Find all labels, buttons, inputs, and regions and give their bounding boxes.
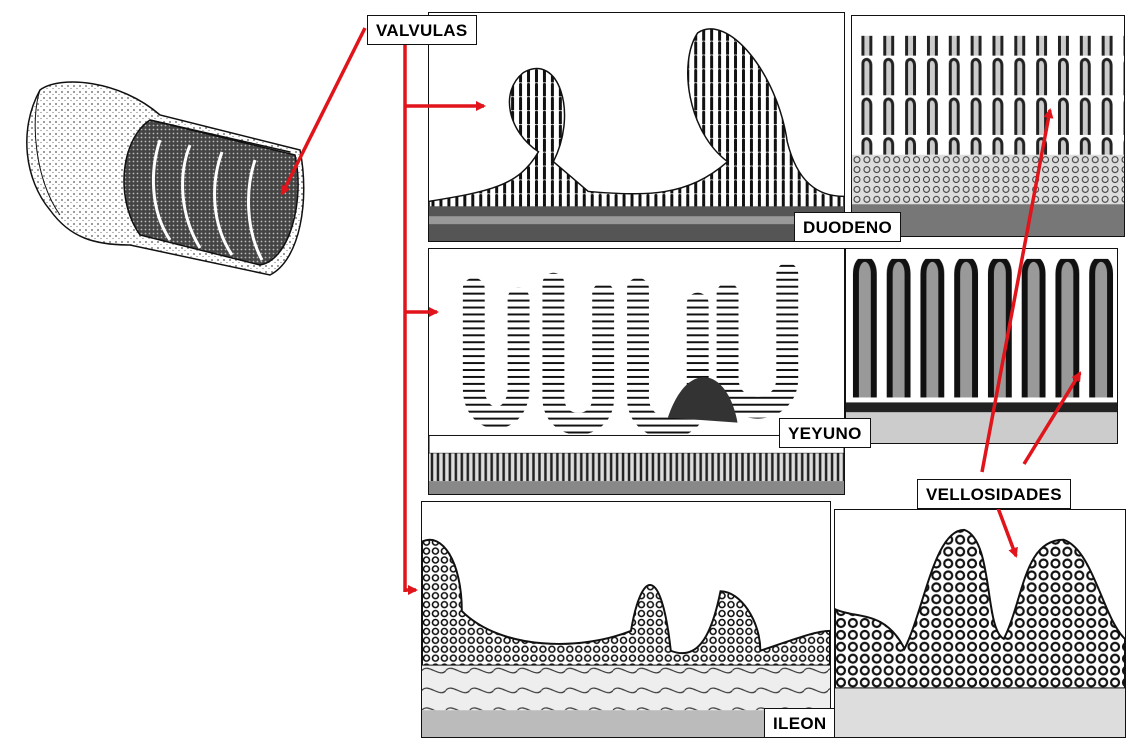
yeyuno-villi-detail [845, 248, 1118, 444]
ileon-villi-detail [834, 509, 1126, 738]
label-valvulas: VALVULAS [367, 15, 477, 45]
label-yeyuno: YEYUNO [779, 418, 871, 448]
label-vellosidades: VELLOSIDADES [917, 479, 1071, 509]
duodeno-villi-detail [851, 15, 1125, 237]
ileon-valve-micrograph [421, 501, 831, 738]
yeyuno-valve-micrograph [428, 248, 845, 495]
duodeno-valve-micrograph [428, 12, 845, 242]
label-duodeno: DUODENO [794, 212, 901, 242]
label-ileon: ILEON [764, 708, 835, 738]
intestine-tube-illustration [0, 60, 330, 300]
